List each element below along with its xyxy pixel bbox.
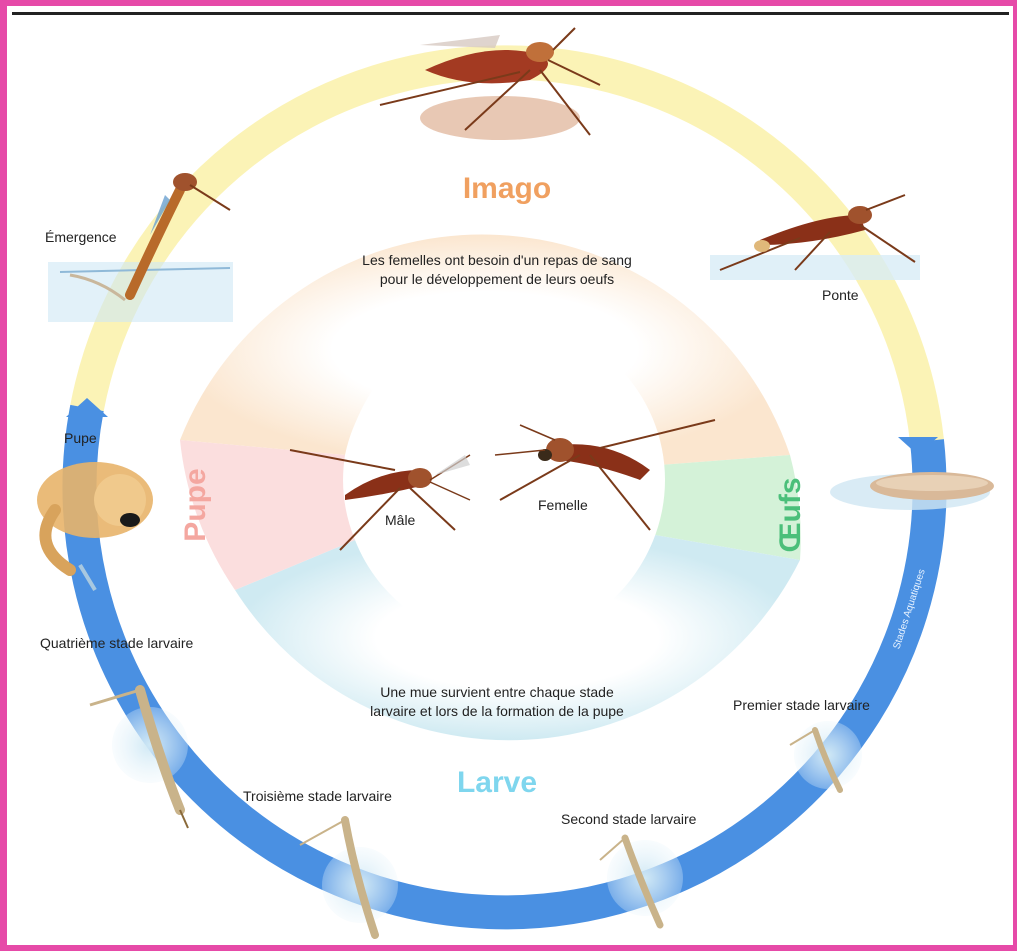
larve-note-line1: Une mue survient entre chaque stade — [380, 684, 614, 700]
label-emergence: Émergence — [45, 229, 117, 245]
label-stage4: Quatrième stade larvaire — [40, 635, 194, 651]
label-stage2: Second stade larvaire — [561, 811, 697, 827]
stage-title-larve: Larve — [457, 766, 537, 799]
stage-title-imago: Imago — [463, 172, 551, 205]
label-stage3: Troisième stade larvaire — [243, 788, 392, 804]
label-stage1: Premier stade larvaire — [733, 697, 870, 713]
imago-note-line2: pour le développement de leurs oeufs — [380, 271, 614, 287]
stage-title-pupe: Pupe — [179, 468, 212, 541]
larva-stage4-illustration — [90, 690, 188, 828]
label-male: Mâle — [385, 512, 416, 528]
imago-note-line1: Les femelles ont besoin d'un repas de sa… — [362, 252, 632, 268]
label-femelle: Femelle — [538, 497, 588, 513]
larve-note-line2: larvaire et lors de la formation de la p… — [370, 703, 624, 719]
label-ponte: Ponte — [822, 287, 859, 303]
label-pupe: Pupe — [64, 430, 97, 446]
stage-title-oeufs: Œufs — [774, 478, 807, 553]
egg-raft-illustration — [830, 472, 994, 510]
